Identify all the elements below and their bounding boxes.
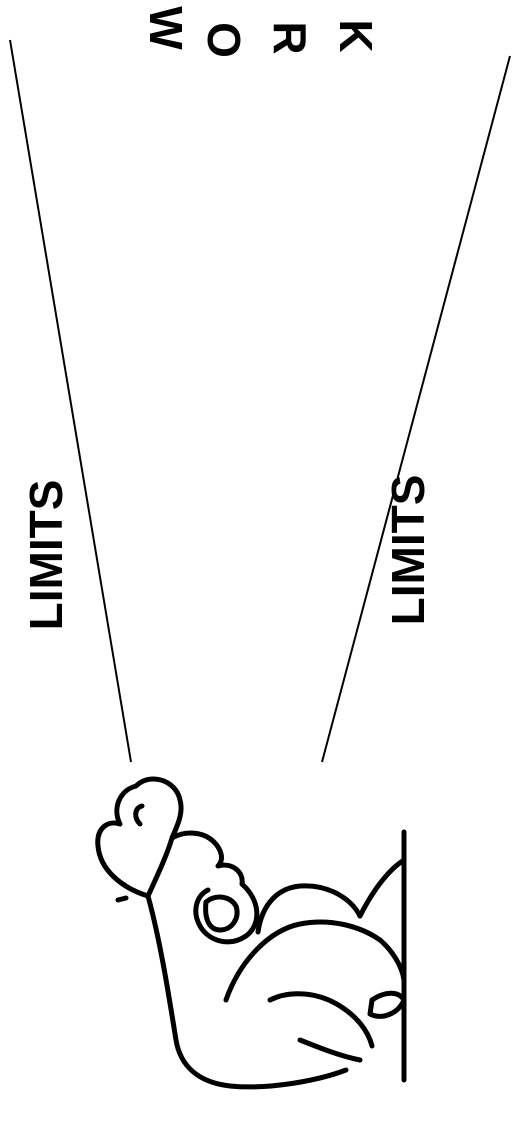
work-letter-w: W bbox=[140, 6, 192, 50]
person-lower-leg bbox=[380, 940, 404, 980]
left-limit-line bbox=[10, 40, 131, 762]
person-seat bbox=[300, 1040, 360, 1060]
person-hand-detail bbox=[206, 897, 237, 930]
work-letter-k: K bbox=[330, 19, 382, 52]
person-arm bbox=[172, 833, 257, 942]
person-inner-leg bbox=[270, 994, 372, 1046]
seated-person-icon bbox=[98, 779, 404, 1087]
person-ear bbox=[136, 806, 142, 824]
work-letter-r: R bbox=[264, 21, 316, 54]
work-label: W O R K bbox=[140, 6, 382, 58]
left-limits-label: LIMITS bbox=[20, 480, 72, 631]
work-letter-o: O bbox=[198, 22, 250, 58]
person-torso bbox=[148, 896, 346, 1087]
person-shin bbox=[360, 860, 404, 916]
person-head bbox=[98, 779, 181, 896]
person-foot bbox=[370, 993, 404, 1016]
person-eye bbox=[118, 898, 126, 900]
right-limit-line bbox=[322, 56, 510, 762]
right-limits-label: LIMITS bbox=[382, 475, 434, 626]
